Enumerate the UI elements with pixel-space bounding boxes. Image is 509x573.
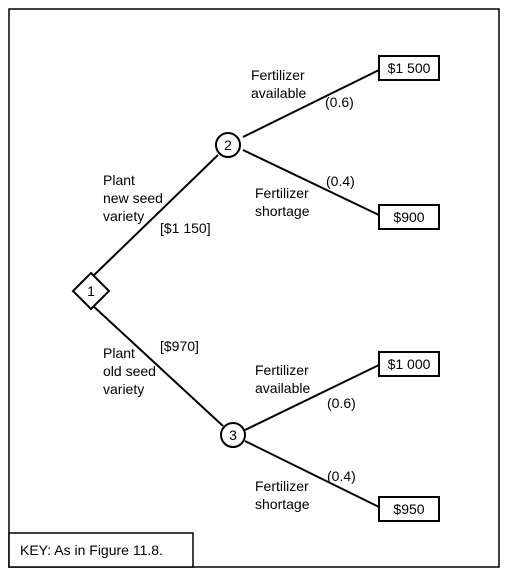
old-seed-label-line2: old seed: [103, 363, 156, 379]
bottom-shortage-label-line1: Fertilizer: [255, 478, 309, 494]
chance-node-top-label: 2: [224, 137, 232, 153]
key-box: KEY: As in Figure 11.8.: [8, 532, 194, 568]
branch-bottom-available: [244, 363, 382, 431]
new-seed-label-line3: variety: [103, 208, 144, 224]
key-text: KEY: As in Figure 11.8.: [20, 542, 163, 558]
top-shortage-label-line2: shortage: [255, 203, 310, 219]
bottom-available-label-line2: available: [255, 380, 310, 396]
payoff-box-bottom-available: $1 000: [378, 351, 440, 377]
old-seed-label-line3: variety: [103, 381, 144, 397]
top-available-label-line1: Fertilizer: [251, 67, 305, 83]
top-shortage-probability: (0.4): [326, 173, 355, 189]
decision-node: 1: [71, 271, 111, 311]
decision-node-label: 1: [87, 283, 95, 299]
figure-frame: [8, 8, 500, 568]
payoff-box-top-available: $1 500: [378, 55, 440, 81]
branch-top-shortage: [242, 149, 382, 217]
bottom-shortage-probability: (0.4): [327, 468, 356, 484]
branch-top-available: [242, 69, 380, 138]
new-seed-label-line2: new seed: [103, 190, 163, 206]
top-available-label-line2: available: [251, 85, 306, 101]
payoff-box-top-shortage: $900: [378, 204, 440, 230]
new-seed-expected-value: [$1 150]: [160, 220, 211, 236]
payoff-top-available: $1 500: [388, 60, 431, 76]
bottom-available-probability: (0.6): [327, 395, 356, 411]
payoff-bottom-available: $1 000: [388, 356, 431, 372]
new-seed-label-line1: Plant: [103, 172, 135, 188]
top-shortage-label-line1: Fertilizer: [255, 185, 309, 201]
old-seed-label-line1: Plant: [103, 345, 135, 361]
bottom-shortage-label-line2: shortage: [255, 496, 310, 512]
bottom-available-label-line1: Fertilizer: [255, 362, 309, 378]
payoff-bottom-shortage: $950: [393, 501, 424, 517]
payoff-top-shortage: $900: [393, 209, 424, 225]
chance-node-top: 2: [215, 132, 241, 158]
old-seed-expected-value: [$970]: [160, 338, 199, 354]
top-available-probability: (0.6): [325, 94, 354, 110]
branch-bottom-shortage: [244, 440, 382, 509]
branch-old-seed: [90, 303, 224, 427]
branch-new-seed: [90, 154, 219, 279]
payoff-box-bottom-shortage: $950: [378, 496, 440, 522]
chance-node-bottom: 3: [220, 422, 246, 448]
chance-node-bottom-label: 3: [229, 427, 237, 443]
